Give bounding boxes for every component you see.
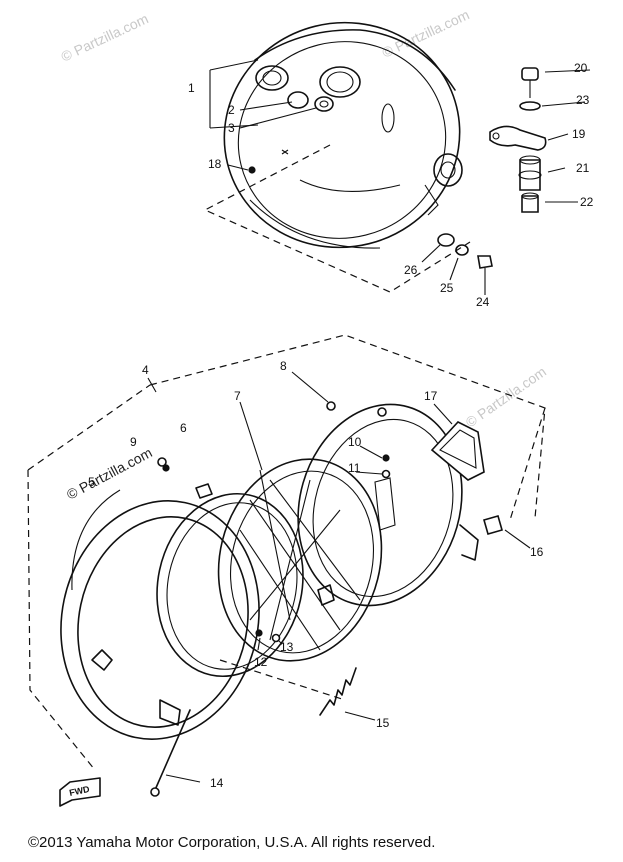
callout-24: 24 — [476, 295, 490, 309]
callout-19: 19 — [572, 127, 586, 141]
callout-18: 18 — [208, 157, 222, 171]
rubber-cover — [430, 421, 485, 481]
callout-14: 14 — [210, 776, 224, 790]
watermark-mid-right: © Partzilla.com — [463, 363, 549, 430]
sealed-beam-lens — [217, 458, 383, 662]
callout-25: 25 — [440, 281, 454, 295]
spring — [319, 667, 357, 716]
callout-13: 13 — [280, 640, 294, 654]
callout-16: 16 — [530, 545, 544, 559]
assembly-dash-lower — [27, 334, 546, 771]
headlight-housing — [297, 401, 503, 607]
headlight-body-shell — [223, 21, 463, 249]
callout-8: 8 — [280, 359, 287, 373]
adjusting-screw — [150, 709, 191, 797]
callout-1: 1 — [188, 81, 195, 95]
callout-2: 2 — [228, 103, 235, 117]
callout-17: 17 — [424, 389, 438, 403]
mount-hardware — [437, 67, 547, 269]
headlight-exploded-diagram: © Partzilla.com © Partzilla.com © Partzi… — [27, 6, 594, 807]
callout-labels: 1 2 3 4 5 6 7 8 9 10 11 12 13 14 15 16 1… — [88, 61, 594, 790]
callout-7: 7 — [234, 389, 241, 403]
callout-23: 23 — [576, 93, 590, 107]
callout-15: 15 — [376, 716, 390, 730]
leader-lines-lower — [147, 371, 531, 783]
callout-10: 10 — [348, 435, 362, 449]
callout-26: 26 — [404, 263, 418, 277]
fwd-arrow: FWD — [59, 777, 101, 807]
callout-9: 9 — [130, 435, 137, 449]
assembly-dash-upper — [203, 144, 471, 293]
callout-6: 6 — [180, 421, 187, 435]
callout-20: 20 — [574, 61, 588, 75]
leader-lines-upper — [209, 59, 591, 295]
callout-3: 3 — [228, 121, 235, 135]
watermark-top-left: © Partzilla.com — [59, 10, 151, 64]
retaining-ring — [156, 457, 304, 678]
watermark-mid-left: © Partzilla.com — [64, 444, 155, 502]
fwd-label: FWD — [68, 784, 91, 798]
callout-12: 12 — [254, 655, 268, 669]
callout-11: 11 — [348, 461, 361, 475]
callout-22: 22 — [580, 195, 594, 209]
callout-21: 21 — [576, 161, 590, 175]
callout-4: 4 — [142, 363, 149, 377]
callout-5: 5 — [88, 475, 95, 489]
copyright-notice: ©2013 Yamaha Motor Corporation, U.S.A. A… — [28, 834, 436, 851]
